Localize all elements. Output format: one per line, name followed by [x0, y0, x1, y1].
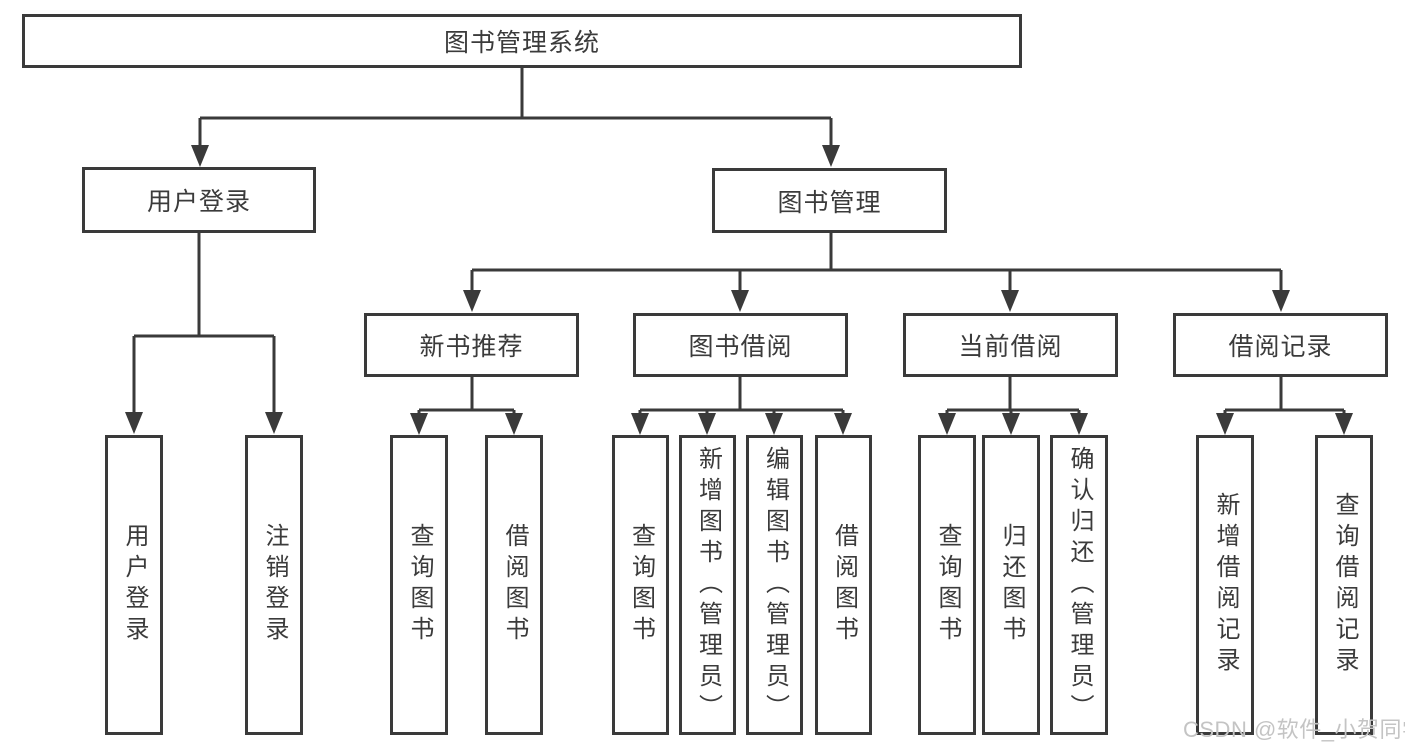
node-root-system: 图书管理系统 — [22, 14, 1022, 68]
arrowhead — [505, 413, 523, 435]
connector-root-to-level2 — [191, 68, 840, 167]
leaf-borrow-books-recommend: 借阅图书 — [485, 435, 543, 735]
leaf-label: 借阅图书 — [830, 523, 858, 647]
arrowhead — [1272, 290, 1290, 312]
leaf-add-books-admin: 新增图书（管理员） — [679, 435, 736, 735]
arrowhead — [631, 413, 649, 435]
arrowhead — [463, 290, 481, 312]
leaf-query-books-current: 查询图书 — [918, 435, 976, 735]
connector-book-borrow-to-leaves — [631, 377, 852, 435]
leaf-label: 查询借阅记录 — [1331, 492, 1358, 678]
leaf-label: 确认归还（管理员） — [1066, 445, 1093, 725]
leaf-label: 查询图书 — [934, 523, 961, 647]
node-book-borrow: 图书借阅 — [633, 313, 848, 377]
leaf-label: 新增借阅记录 — [1212, 492, 1239, 678]
connector-user-login-to-leaves — [125, 233, 283, 434]
connector-borrow-records-to-leaves — [1216, 377, 1353, 435]
arrowhead — [125, 412, 143, 434]
arrowhead — [1216, 413, 1234, 435]
leaf-label: 查询图书 — [406, 523, 433, 647]
arrowhead — [1070, 413, 1088, 435]
arrowhead — [191, 145, 209, 167]
leaf-label: 新增图书（管理员） — [694, 445, 722, 725]
arrowhead — [698, 413, 716, 435]
arrowhead — [265, 412, 283, 434]
node-new-book-recommend: 新书推荐 — [364, 313, 579, 377]
arrowhead — [938, 413, 956, 435]
leaf-query-borrow-record: 查询借阅记录 — [1315, 435, 1373, 735]
arrowhead — [1002, 413, 1020, 435]
leaf-logout: 注销登录 — [245, 435, 303, 735]
arrowhead — [1001, 290, 1019, 312]
node-current-borrow: 当前借阅 — [903, 313, 1118, 377]
connector-current-borrow-to-leaves — [938, 377, 1088, 435]
csdn-watermark: CSDN @软件_小贺同学 — [1183, 717, 1405, 742]
leaf-confirm-return-admin: 确认归还（管理员） — [1050, 435, 1108, 735]
connector-book-mgmt-to-level3 — [463, 233, 1290, 312]
arrowhead — [822, 145, 840, 167]
leaf-user-login: 用户登录 — [105, 435, 163, 735]
node-label: 图书管理系统 — [443, 29, 600, 57]
leaf-query-books-recommend: 查询图书 — [390, 435, 448, 735]
node-label: 图书借阅 — [688, 333, 793, 361]
leaf-label: 归还图书 — [998, 523, 1025, 647]
leaf-edit-books-admin: 编辑图书（管理员） — [746, 435, 803, 735]
leaf-label: 用户登录 — [121, 523, 148, 647]
node-label: 借阅记录 — [1228, 333, 1333, 361]
leaf-label: 查询图书 — [627, 523, 655, 647]
node-label: 新书推荐 — [419, 333, 524, 361]
leaf-label: 借阅图书 — [501, 523, 528, 647]
node-label: 图书管理 — [777, 188, 882, 217]
arrowhead — [731, 290, 749, 312]
arrowhead — [1335, 413, 1353, 435]
node-book-management: 图书管理 — [712, 168, 947, 233]
node-borrow-records: 借阅记录 — [1173, 313, 1388, 377]
arrowhead — [834, 413, 852, 435]
leaf-add-borrow-record: 新增借阅记录 — [1196, 435, 1254, 735]
arrowhead — [765, 413, 783, 435]
leaf-borrow-books: 借阅图书 — [815, 435, 872, 735]
leaf-return-books: 归还图书 — [982, 435, 1040, 735]
node-label: 当前借阅 — [958, 333, 1063, 361]
leaf-label: 编辑图书（管理员） — [761, 445, 789, 725]
leaf-query-books-borrow: 查询图书 — [612, 435, 669, 735]
node-label: 用户登录 — [146, 188, 251, 216]
leaf-label: 注销登录 — [261, 523, 288, 647]
arrowhead — [410, 413, 428, 435]
connector-new-book-rec-to-leaves — [410, 377, 523, 435]
node-user-login: 用户登录 — [82, 167, 316, 233]
